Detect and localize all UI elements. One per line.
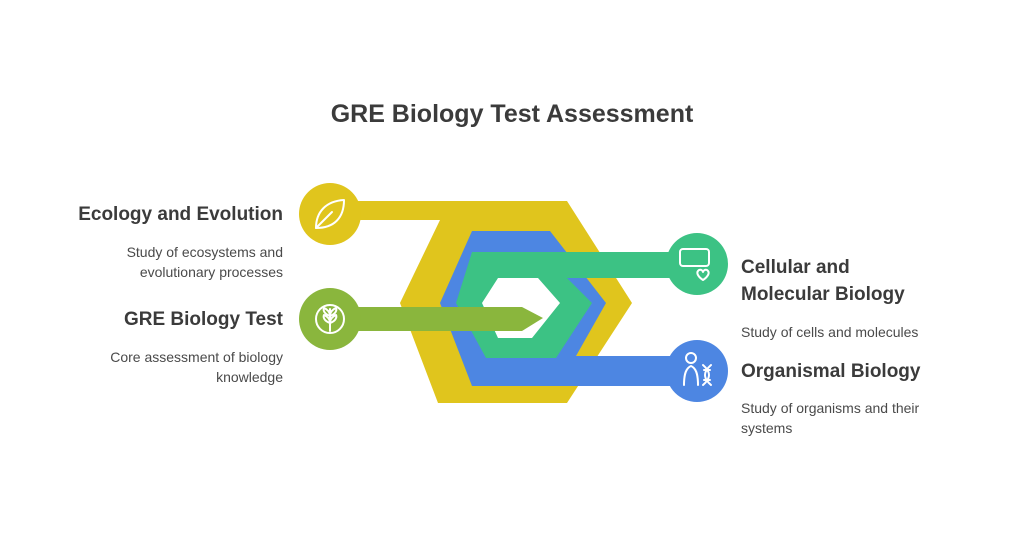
- ecology-heading: Ecology and Evolution: [78, 204, 283, 225]
- organismal-node: [666, 340, 728, 402]
- gre-desc-line2: knowledge: [216, 369, 283, 385]
- green-connector-band: [456, 252, 700, 358]
- page-title: GRE Biology Test Assessment: [330, 100, 694, 128]
- dna-organism-icon: [683, 352, 712, 386]
- leaf-icon: [315, 199, 345, 229]
- lime-connector-bar: [332, 307, 543, 331]
- wheat-icon: [315, 304, 345, 334]
- cellular-desc-line1: Study of cells and molecules: [741, 324, 919, 340]
- organismal-heading: Organismal Biology: [741, 361, 921, 382]
- ecology-desc-line2: evolutionary processes: [139, 264, 283, 280]
- organismal-desc-line2: systems: [741, 420, 793, 436]
- cellular-heading-line1: Cellular and: [741, 257, 850, 278]
- organismal-desc-line1: Study of organisms and their: [741, 400, 920, 416]
- ecology-desc-line1: Study of ecosystems and: [126, 244, 283, 260]
- cellular-heading-line2: Molecular Biology: [741, 284, 905, 305]
- cellular-node: [666, 233, 728, 295]
- gre-heading: GRE Biology Test: [123, 309, 283, 330]
- cell-heart-icon: [679, 248, 710, 281]
- gre-desc-line1: Core assessment of biology: [110, 349, 283, 365]
